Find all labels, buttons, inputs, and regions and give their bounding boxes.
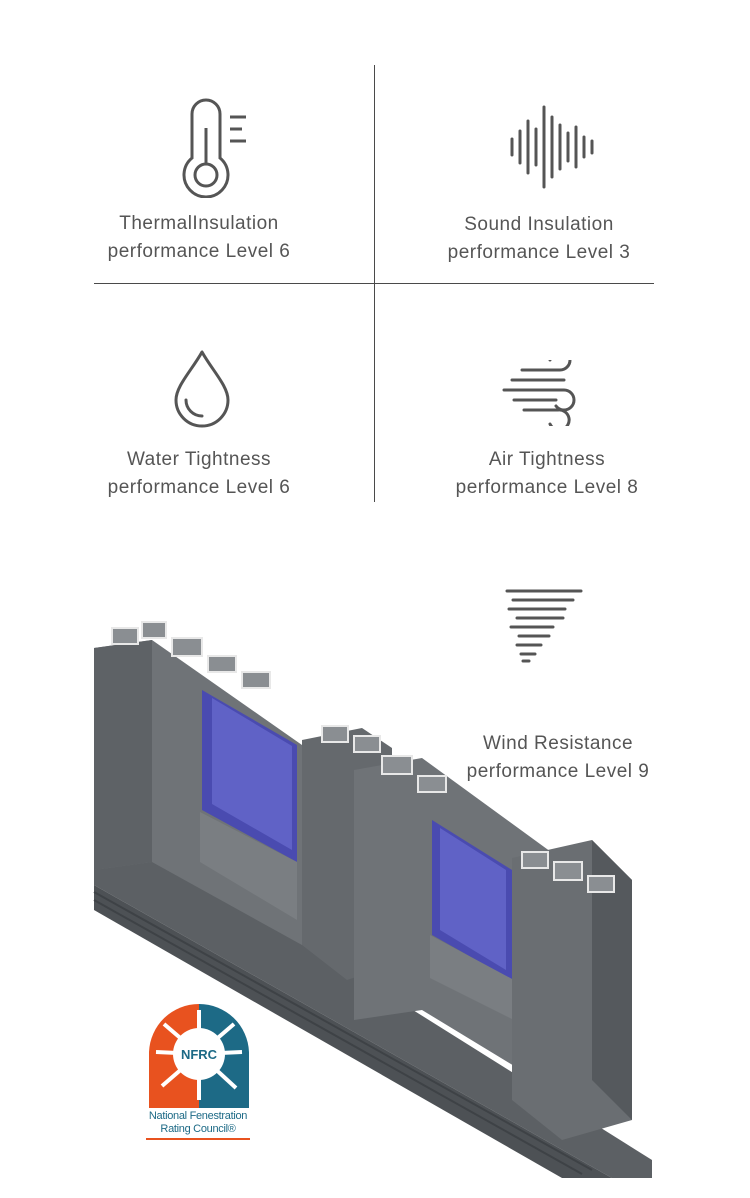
air-line2: performance Level 8 (455, 477, 639, 498)
wind-resistance-label: Wind Resistance performance Level 9 (452, 730, 664, 786)
air-tightness-label: Air Tightness performance Level 8 (442, 446, 652, 502)
thermometer-icon (172, 98, 252, 198)
window-profile-image (92, 600, 662, 1185)
wind-line2: performance Level 9 (466, 761, 650, 782)
nfrc-line2: Rating Council® (160, 1123, 236, 1135)
water-drop-icon (170, 348, 234, 428)
water-line2: performance Level 6 (107, 477, 291, 498)
thermal-insulation-label: ThermalInsulation performance Level 6 (94, 210, 304, 266)
sound-wave-icon (508, 103, 598, 191)
thermal-line1: ThermalInsulation (119, 213, 279, 234)
sound-insulation-label: Sound Insulation performance Level 3 (434, 211, 644, 267)
wind-line1: Wind Resistance (482, 733, 634, 754)
nfrc-logo: NFRC (146, 1002, 252, 1113)
horizontal-divider (94, 283, 654, 284)
sound-line1: Sound Insulation (464, 214, 614, 235)
nfrc-underline (146, 1138, 250, 1140)
nfrc-caption: National Fenestration Rating Council® (138, 1110, 258, 1140)
water-line1: Water Tightness (126, 449, 272, 470)
air-line1: Air Tightness (488, 449, 606, 470)
tornado-icon (505, 588, 585, 664)
sound-line2: performance Level 3 (447, 242, 631, 263)
water-tightness-label: Water Tightness performance Level 6 (94, 446, 304, 502)
wind-icon (502, 360, 582, 426)
thermal-line2: performance Level 6 (107, 241, 291, 262)
nfrc-logo-text: NFRC (181, 1047, 218, 1062)
nfrc-line1: National Fenestration (148, 1110, 248, 1122)
